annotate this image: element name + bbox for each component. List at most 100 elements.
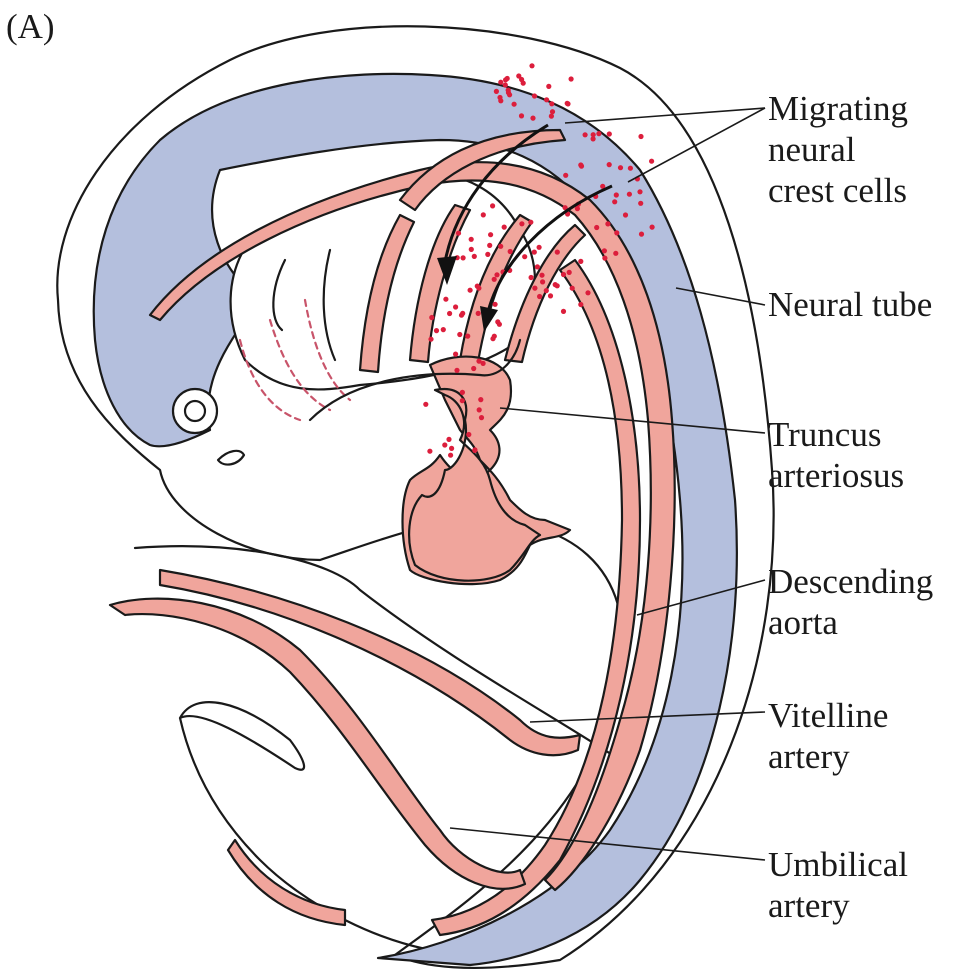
label-line: artery	[768, 736, 888, 777]
neural-crest-dot	[578, 302, 583, 307]
neural-crest-dot	[544, 97, 549, 102]
label-line: arteriosus	[768, 455, 904, 496]
neural-crest-dot	[492, 277, 497, 282]
neural-crest-dot	[530, 116, 535, 121]
neural-crest-dot	[623, 212, 628, 217]
label-line: Truncus	[768, 414, 904, 455]
neural-crest-dot	[516, 73, 521, 78]
neural-crest-dot	[544, 288, 549, 293]
neural-crest-dot	[519, 113, 524, 118]
neural-crest-dot	[427, 449, 432, 454]
neural-crest-dot	[481, 361, 486, 366]
neural-crest-dot	[441, 327, 446, 332]
neural-crest-dot	[471, 366, 476, 371]
neural-crest-dot	[494, 272, 499, 277]
neural-crest-dot	[537, 294, 542, 299]
neural-crest-dot	[472, 254, 477, 259]
neural-crest-dot	[493, 302, 498, 307]
neural-crest-dot	[498, 98, 503, 103]
panel-label: (A)	[6, 6, 55, 47]
neural-crest-dot	[565, 101, 570, 106]
neural-crest-dot	[548, 293, 553, 298]
neural-crest-dot	[503, 82, 508, 87]
neural-crest-dot	[472, 447, 477, 452]
neural-crest-dot	[508, 249, 513, 254]
neural-crest-dot	[469, 237, 474, 242]
neural-crest-dot	[618, 165, 623, 170]
neural-crest-dot	[434, 328, 439, 333]
label-truncus-arteriosus: Truncus arteriosus	[768, 414, 904, 496]
neural-crest-dot	[583, 132, 588, 137]
neural-crest-dot	[454, 368, 459, 373]
neural-crest-dot	[537, 245, 542, 250]
neural-crest-dot	[532, 286, 537, 291]
neural-crest-dot	[602, 256, 607, 261]
neural-crest-dot	[549, 101, 554, 106]
neural-crest-dot	[575, 206, 580, 211]
label-line: Umbilical	[768, 844, 908, 885]
neural-crest-dot	[494, 89, 499, 94]
neural-crest-dot	[522, 254, 527, 259]
neural-crest-dot	[555, 250, 560, 255]
label-vitelline-artery: Vitelline artery	[768, 695, 888, 777]
neural-crest-dot	[423, 402, 428, 407]
label-line: aorta	[768, 602, 933, 643]
neural-crest-dot	[506, 90, 511, 95]
neural-crest-dot	[638, 201, 643, 206]
neural-crest-dot	[539, 273, 544, 278]
neural-crest-dot	[461, 255, 466, 260]
neural-crest-dot	[602, 248, 607, 253]
eye-inner	[185, 401, 205, 421]
neural-crest-dot	[614, 230, 619, 235]
neural-crest-dot	[549, 114, 554, 119]
neural-crest-dot	[487, 243, 492, 248]
label-line: Migrating	[768, 88, 908, 129]
neural-crest-dot	[465, 334, 470, 339]
label-line: neural	[768, 129, 908, 170]
label-line: Descending	[768, 561, 933, 602]
neural-crest-dot	[613, 251, 618, 256]
neural-crest-dot	[532, 250, 537, 255]
neural-crest-dot	[553, 282, 558, 287]
nasal-pit	[218, 451, 244, 465]
label-descending-aorta: Descending aorta	[768, 561, 933, 643]
neural-crest-dot	[446, 437, 451, 442]
neural-crest-dot	[457, 332, 462, 337]
label-line: artery	[768, 885, 908, 926]
neural-crest-dot	[460, 311, 465, 316]
neural-crest-dot	[596, 131, 601, 136]
neural-crest-dot	[448, 453, 453, 458]
neural-crest-dot	[594, 225, 599, 230]
neural-crest-dot	[578, 162, 583, 167]
neural-crest-dot	[546, 84, 551, 89]
neural-crest-dot	[481, 212, 486, 217]
neural-crest-dot	[567, 270, 572, 275]
neural-crest-dot	[612, 199, 617, 204]
neural-crest-dot	[563, 173, 568, 178]
neural-crest-dot	[429, 315, 434, 320]
neural-crest-dot	[505, 76, 510, 81]
neural-crest-dot	[529, 63, 534, 68]
label-line: Neural tube	[768, 284, 932, 325]
neural-crest-dot	[570, 286, 575, 291]
neural-crest-dot	[569, 76, 574, 81]
label-line: Vitelline	[768, 695, 888, 736]
neural-crest-dot	[428, 337, 433, 342]
neural-crest-dot	[649, 159, 654, 164]
neural-crest-dot	[585, 290, 590, 295]
neural-crest-dot	[607, 131, 612, 136]
neural-crest-dot	[442, 442, 447, 447]
neural-crest-dot	[490, 203, 495, 208]
neural-crest-dot	[460, 390, 465, 395]
neural-crest-dot	[498, 80, 503, 85]
neural-crest-dot	[478, 397, 483, 402]
neural-crest-dot	[476, 311, 481, 316]
umbilical-artery	[110, 599, 525, 889]
neural-crest-dot	[578, 259, 583, 264]
neural-crest-dot	[561, 272, 566, 277]
neural-crest-dot	[638, 134, 643, 139]
neural-crest-dot	[540, 279, 545, 284]
neural-crest-dot	[614, 192, 619, 197]
neural-crest-dot	[443, 297, 448, 302]
label-neural-tube: Neural tube	[768, 284, 932, 325]
